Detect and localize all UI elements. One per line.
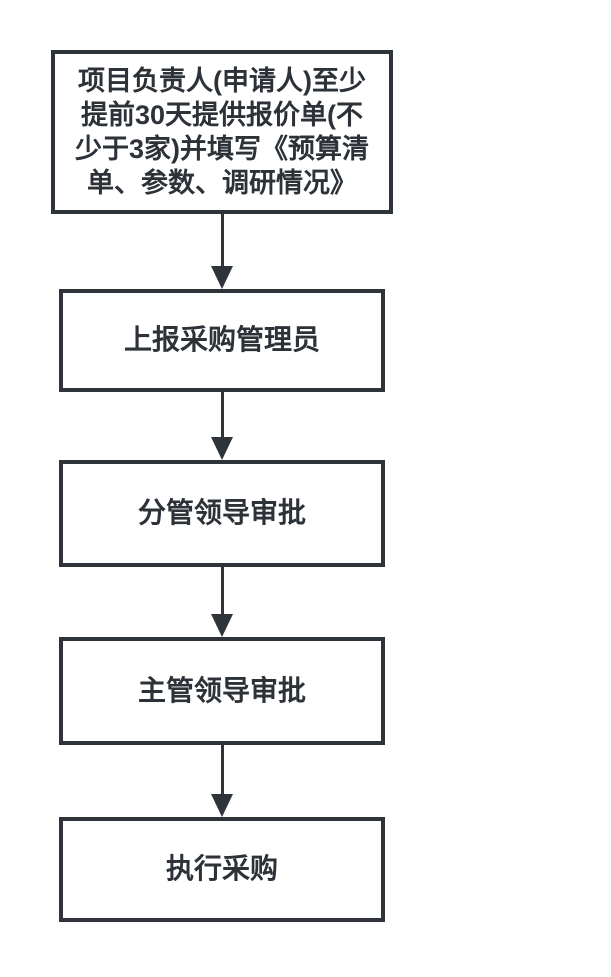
arrow-shaft	[220, 392, 224, 437]
node-branch-leader-approval-label: 分管领导审批	[137, 497, 306, 529]
arrow-shaft	[220, 214, 224, 266]
node-chief-leader-approval-label: 主管领导审批	[137, 674, 306, 706]
flow-arrow-3	[211, 567, 233, 637]
node-prepare-quotes-label: 项目负责人(申请人)至少 提前30天提供报价单(不 少于3家)并填写《预算清 单…	[74, 66, 369, 198]
node-report-procurement-admin-label: 上报采购管理员	[123, 324, 320, 356]
arrow-down-icon	[211, 266, 233, 289]
node-execute-procurement: 执行采购	[59, 817, 385, 922]
arrow-down-icon	[211, 614, 233, 637]
flow-arrow-2	[211, 392, 233, 460]
arrow-down-icon	[211, 794, 233, 817]
node-report-procurement-admin: 上报采购管理员	[59, 289, 385, 392]
flow-arrow-4	[211, 745, 233, 817]
node-execute-procurement-label: 执行采购	[165, 853, 278, 885]
arrow-down-icon	[211, 437, 233, 460]
flow-arrow-1	[211, 214, 233, 289]
node-branch-leader-approval: 分管领导审批	[59, 460, 385, 567]
arrow-shaft	[220, 745, 224, 794]
arrow-shaft	[220, 567, 224, 614]
node-chief-leader-approval: 主管领导审批	[59, 637, 385, 745]
node-prepare-quotes: 项目负责人(申请人)至少 提前30天提供报价单(不 少于3家)并填写《预算清 单…	[51, 50, 393, 214]
